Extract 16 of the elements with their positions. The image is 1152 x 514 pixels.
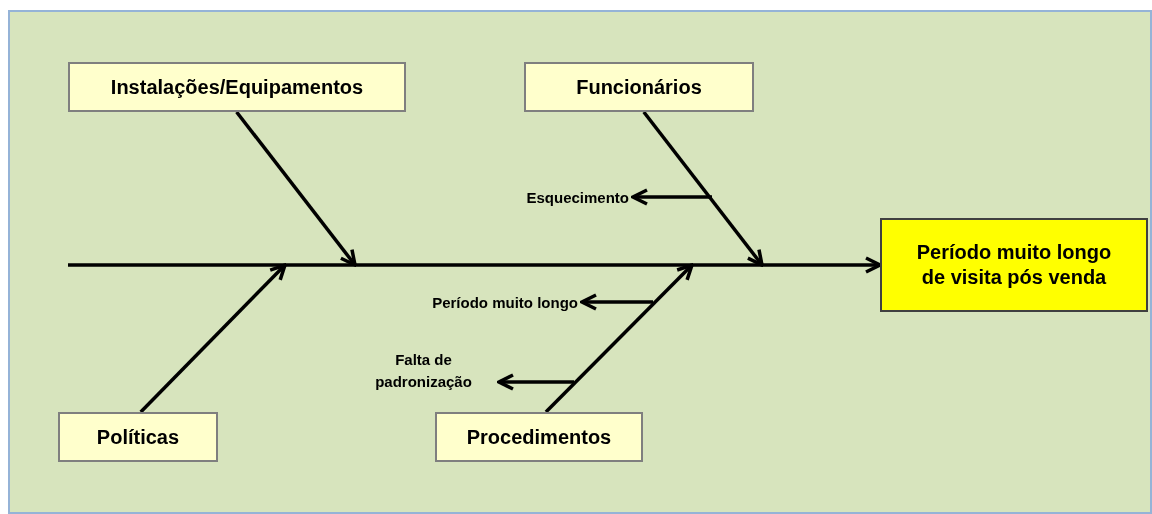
cause-label: Esquecimento	[470, 185, 633, 210]
effect-box: Período muito longo de visita pós venda	[880, 218, 1148, 312]
arrow	[139, 263, 287, 414]
arrow	[235, 110, 357, 267]
arrow	[497, 373, 574, 391]
arrow	[642, 110, 764, 267]
category-box: Procedimentos	[435, 412, 643, 462]
cause-label: Período muito longo	[405, 290, 582, 315]
arrow	[580, 293, 653, 311]
cause-label: Falta de padronização	[352, 346, 499, 396]
arrow	[544, 263, 694, 414]
category-box: Instalações/Equipamentos	[68, 62, 406, 112]
arrow	[631, 188, 712, 206]
arrow	[68, 256, 882, 274]
category-box: Políticas	[58, 412, 218, 462]
category-box: Funcionários	[524, 62, 754, 112]
